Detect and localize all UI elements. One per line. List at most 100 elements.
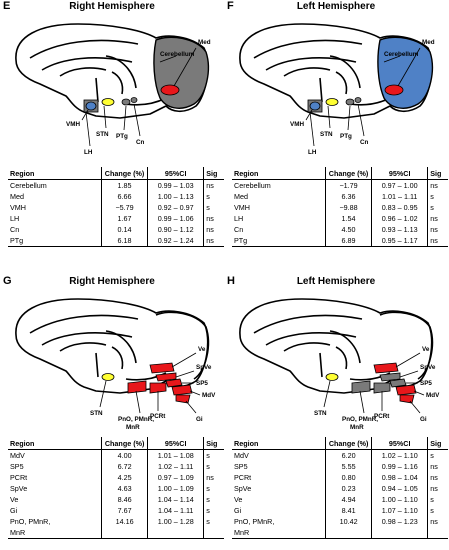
cortex-line	[253, 314, 363, 334]
table-cell: 0.99 – 1.03	[147, 179, 204, 191]
table-cell: 0.94 – 1.05	[371, 483, 428, 494]
table-cell: s	[203, 505, 224, 516]
brain-diagram: Ve SpVe SP5 MdV Gi PCRt PnO, PMnR, MnR S…	[15, 298, 216, 431]
table-cell	[147, 527, 204, 539]
label-pno-1: PnO, PMnR,	[118, 416, 154, 423]
table-cell: 0.97 – 1.09	[147, 472, 204, 483]
pcrt-region	[373, 382, 391, 394]
thalamus-line	[111, 71, 124, 95]
label-sp5: SP5	[196, 380, 208, 387]
label-ptg: PTg	[116, 133, 128, 140]
table-row: MnR	[8, 527, 224, 539]
ventricle-line	[283, 67, 331, 77]
table-cell: 6.89	[324, 235, 372, 247]
table-cell: ns	[427, 472, 448, 483]
cortex-line	[29, 314, 139, 334]
leader-vmh	[81, 109, 89, 121]
table-cell: s	[203, 483, 224, 494]
ptg-region	[121, 98, 131, 106]
table-cell: 0.14	[100, 224, 148, 235]
label-gi: Gi	[420, 416, 427, 423]
ventricle-line	[59, 67, 107, 77]
panel-e: E Right Hemisphere Cerebellum	[0, 0, 224, 275]
leader-ve	[395, 352, 421, 368]
stats-table: Region Change (%) 95%CI Sig Cerebellum−1…	[232, 167, 448, 247]
cerebellum-outline	[379, 311, 434, 380]
table-cell	[101, 527, 148, 539]
header-ci: 95%CI	[147, 437, 204, 450]
med-region	[384, 84, 404, 96]
header-change: Change (%)	[101, 437, 148, 450]
table-cell: 0.23	[325, 483, 372, 494]
table-cell: SP5	[10, 462, 24, 471]
table-cell: 14.16	[101, 516, 148, 527]
header-change: Change (%)	[324, 167, 372, 180]
panel-g: G Right Hemisphere	[0, 275, 224, 550]
table-cell: s	[427, 494, 448, 505]
table-cell: −5.79	[100, 202, 148, 213]
table-cell: −1.79	[324, 179, 372, 191]
table-cell	[371, 527, 428, 539]
table-cell: 1.01 – 1.11	[371, 191, 428, 202]
table-cell: Ve	[234, 495, 243, 504]
table-cell: MnR	[232, 527, 326, 539]
table-cell: VMH	[234, 203, 250, 212]
mdv-region	[171, 384, 193, 396]
table-cell: 0.95 – 1.17	[371, 235, 428, 247]
header-ci: 95%CI	[147, 167, 204, 180]
header-change: Change (%)	[325, 437, 372, 450]
label-stn: STN	[320, 131, 333, 138]
table-cell: 10.42	[325, 516, 372, 527]
table-cell: ns	[427, 224, 448, 235]
leader-mdv	[413, 390, 425, 396]
table-cell: 1.00 – 1.13	[147, 191, 204, 202]
table-cell: s	[427, 202, 448, 213]
table-cell: PTg	[232, 235, 326, 247]
leader-ptg	[347, 105, 351, 131]
table-cell: PCRt	[234, 473, 252, 482]
table-cell: PnO, PMnR,	[10, 517, 51, 526]
table-cell: s	[427, 505, 448, 516]
thalamus-line	[335, 71, 348, 95]
panel-letter: G	[3, 275, 12, 287]
table-cell	[427, 527, 448, 539]
table-cell: 1.04 – 1.14	[147, 494, 204, 505]
hippocampus-line	[329, 55, 361, 89]
stn-region	[325, 98, 339, 106]
mdv-region	[395, 384, 417, 396]
table-cell: 0.98 – 1.23	[371, 516, 428, 527]
leader-pno	[359, 390, 365, 414]
table-cell: 1.02 – 1.11	[147, 461, 204, 472]
label-pcrt: PCRt	[150, 413, 166, 420]
ve-region	[373, 362, 399, 374]
leader-cerebellum	[383, 55, 401, 63]
table-cell: Cerebellum	[10, 181, 47, 190]
table-cell: 0.99 – 1.16	[371, 461, 428, 472]
panel-letter: F	[227, 0, 234, 12]
ventricle-line	[59, 342, 107, 352]
label-spve: SpVe	[420, 364, 436, 371]
table-cell: 1.01 – 1.08	[147, 449, 204, 461]
panel-title: Left Hemisphere	[296, 276, 376, 287]
pno-region	[127, 380, 147, 394]
callosum-line	[265, 57, 357, 71]
table-cell	[203, 527, 224, 539]
thalamus-line	[335, 346, 348, 370]
table-cell: ns	[427, 213, 448, 224]
header-region: Region	[232, 167, 326, 180]
leader-cerebellum	[159, 55, 177, 63]
brain-diagram: Cerebellum Med VMH LH STN PTg Cn	[239, 23, 435, 156]
label-stn: STN	[96, 131, 109, 138]
table-cell: 1.54	[324, 213, 372, 224]
